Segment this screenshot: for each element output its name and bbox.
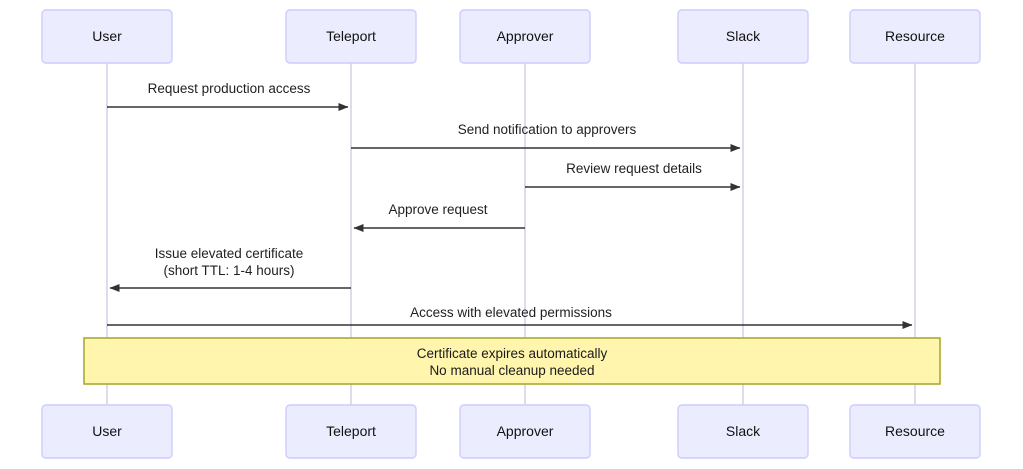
participant-slack-bottom[interactable]: Slack bbox=[677, 404, 809, 459]
message-label: Request production access bbox=[148, 81, 311, 96]
note-box[interactable] bbox=[83, 337, 941, 385]
participant-box[interactable] bbox=[849, 9, 981, 64]
participant-slack-top[interactable]: Slack bbox=[677, 9, 809, 64]
note-certificate-expiry[interactable]: Certificate expires automatically No man… bbox=[83, 337, 941, 385]
messages: Request production access Send notificat… bbox=[107, 81, 913, 329]
message-issue-elevated-certificate[interactable]: Issue elevated certificate (short TTL: 1… bbox=[109, 246, 351, 292]
participant-teleport-bottom[interactable]: Teleport bbox=[285, 404, 417, 459]
participant-label: Resource bbox=[885, 28, 945, 44]
message-request-production-access[interactable]: Request production access bbox=[107, 81, 349, 111]
participant-box[interactable] bbox=[41, 404, 173, 459]
participant-user-bottom[interactable]: User bbox=[41, 404, 173, 459]
participant-label: User bbox=[92, 423, 122, 439]
participant-resource-top[interactable]: Resource bbox=[849, 9, 981, 64]
participant-label: Approver bbox=[497, 423, 554, 439]
message-label: Review request details bbox=[566, 161, 702, 176]
participant-label: Slack bbox=[726, 28, 761, 44]
participant-box[interactable] bbox=[41, 9, 173, 64]
participant-label: Resource bbox=[885, 423, 945, 439]
message-label-line1: Issue elevated certificate bbox=[155, 246, 304, 261]
participant-box[interactable] bbox=[285, 404, 417, 459]
message-send-notification-to-approvers[interactable]: Send notification to approvers bbox=[351, 122, 741, 152]
participant-boxes-top: User Teleport Approver Slack Resource bbox=[41, 9, 981, 64]
message-approve-request[interactable]: Approve request bbox=[353, 202, 525, 232]
participant-box[interactable] bbox=[849, 404, 981, 459]
message-review-request-details[interactable]: Review request details bbox=[525, 161, 741, 191]
participant-label: Teleport bbox=[326, 28, 376, 44]
participant-box[interactable] bbox=[459, 9, 591, 64]
message-access-with-elevated-permissions[interactable]: Access with elevated permissions bbox=[107, 305, 913, 329]
participant-approver-top[interactable]: Approver bbox=[459, 9, 591, 64]
participant-box[interactable] bbox=[677, 9, 809, 64]
message-label: Approve request bbox=[388, 202, 487, 217]
note-line-2: No manual cleanup needed bbox=[429, 363, 594, 378]
participant-box[interactable] bbox=[459, 404, 591, 459]
participant-label: Slack bbox=[726, 423, 761, 439]
participant-teleport-top[interactable]: Teleport bbox=[285, 9, 417, 64]
participant-box[interactable] bbox=[285, 9, 417, 64]
message-label-line2: (short TTL: 1-4 hours) bbox=[163, 263, 294, 278]
participant-label: Approver bbox=[497, 28, 554, 44]
participant-box[interactable] bbox=[677, 404, 809, 459]
participant-boxes-bottom: User Teleport Approver Slack Resource bbox=[41, 404, 981, 459]
participant-user-top[interactable]: User bbox=[41, 9, 173, 64]
participant-label: User bbox=[92, 28, 122, 44]
note-line-1: Certificate expires automatically bbox=[417, 346, 608, 361]
participant-label: Teleport bbox=[326, 423, 376, 439]
message-label: Access with elevated permissions bbox=[410, 305, 612, 320]
message-label: Send notification to approvers bbox=[458, 122, 637, 137]
participant-approver-bottom[interactable]: Approver bbox=[459, 404, 591, 459]
participant-resource-bottom[interactable]: Resource bbox=[849, 404, 981, 459]
